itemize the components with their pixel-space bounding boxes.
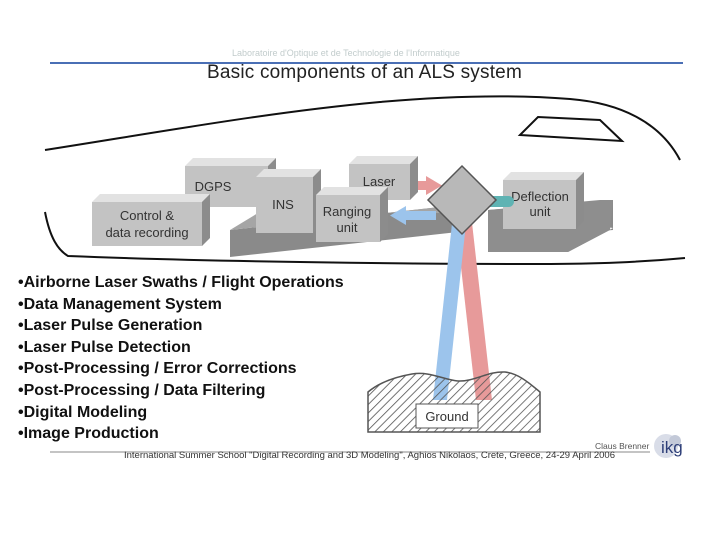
ground-label: Ground [425, 409, 468, 424]
arrow-return-head [390, 206, 406, 225]
laser-label: Laser [363, 174, 396, 189]
control-recording-box [92, 194, 210, 246]
bullet-item: Digital Modeling [18, 402, 344, 424]
logo-text: ikg [661, 438, 683, 457]
arrow-laser-head [426, 176, 442, 195]
bullet-item: Post-Processing / Error Corrections [18, 358, 344, 380]
bullet-item: Image Production [18, 423, 344, 445]
beam-return [433, 205, 468, 400]
ground-label-box [415, 403, 479, 429]
bullet-item: Laser Pulse Generation [18, 315, 344, 337]
deflection-label-line2: unit [530, 204, 551, 219]
ins-label: INS [272, 197, 294, 212]
ranging-label-line2: unit [337, 220, 358, 235]
bullet-item: Data Management System [18, 294, 344, 316]
slide-title: Basic components of an ALS system [207, 62, 522, 83]
dgps-label: DGPS [195, 179, 232, 194]
control-label-line1: Control & [120, 208, 175, 223]
ranging-unit-box [316, 187, 388, 242]
bullet-item: Airborne Laser Swaths / Flight Operation… [18, 272, 344, 294]
ranging-label-line1: Ranging [323, 204, 371, 219]
author-name: Claus Brenner [595, 441, 650, 451]
control-label-line2: data recording [105, 225, 188, 240]
aircraft-fuselage-top [44, 95, 681, 161]
aircraft-window [517, 115, 625, 143]
bullet-item: Laser Pulse Detection [18, 337, 344, 359]
footer-event-text: International Summer School "Digital Rec… [124, 450, 615, 461]
arrow-return-shaft [400, 211, 436, 220]
bullet-item: Post-Processing / Data Filtering [18, 380, 344, 402]
ikg-logo: ikg [654, 434, 683, 458]
deflection-label-line1: Deflection [511, 189, 569, 204]
deflection-unit-box [503, 172, 584, 229]
bullet-list: Airborne Laser Swaths / Flight Operation… [18, 272, 344, 445]
aircraft-fuselage-bottom [44, 211, 686, 266]
deflection-mirror [426, 164, 498, 236]
beam-outgoing [454, 205, 492, 400]
header-faded-text: Laboratoire d'Optique et de Technologie … [232, 48, 460, 58]
ground-terrain [367, 371, 541, 433]
ins-box [256, 169, 321, 233]
